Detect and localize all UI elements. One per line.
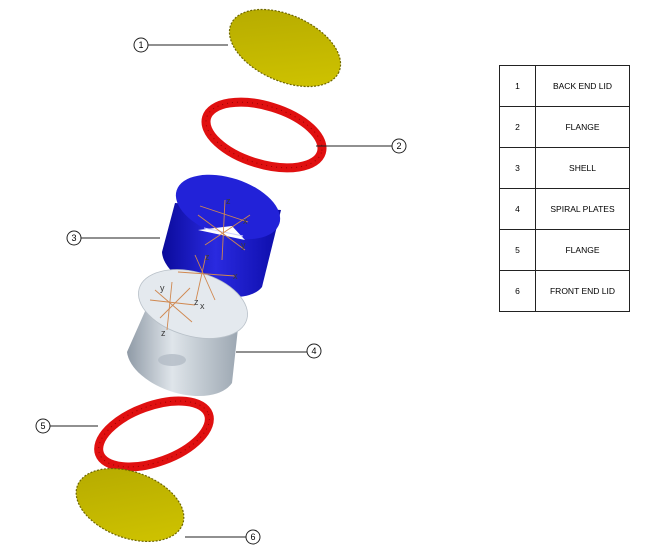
callout-number: 3	[71, 233, 76, 243]
callout-5: 5	[35, 418, 51, 434]
part-name-cell: FRONT END LID	[535, 270, 630, 312]
part-number-cell: 4	[499, 188, 536, 230]
part-name-cell: BACK END LID	[535, 65, 630, 107]
axis-label-z: z	[194, 297, 199, 307]
axis-label-z: z	[205, 252, 210, 262]
callout-number: 6	[250, 532, 255, 542]
spiral-plates	[127, 269, 248, 397]
back-end-lid	[228, 8, 342, 88]
coordinate-axes	[149, 199, 251, 331]
part-name-cell: SHELL	[535, 147, 630, 189]
table-row: 2 FLANGE	[499, 106, 630, 148]
part-number-cell: 3	[499, 147, 536, 189]
callout-2: 2	[391, 138, 407, 154]
callout-4: 4	[306, 343, 322, 359]
part-name-cell: SPIRAL PLATES	[535, 188, 630, 230]
leader-lines	[50, 44, 392, 538]
callout-number: 4	[311, 346, 316, 356]
table-row: 1 BACK END LID	[499, 65, 630, 107]
table-row: 4 SPIRAL PLATES	[499, 188, 630, 230]
front-flange	[94, 396, 214, 472]
back-flange	[201, 97, 327, 173]
axis-label-z: z	[161, 328, 166, 338]
part-name-cell: FLANGE	[535, 229, 630, 271]
callout-6: 6	[245, 529, 261, 545]
axis-label-x: x	[233, 271, 238, 281]
table-row: 5 FLANGE	[499, 229, 630, 271]
part-number-cell: 2	[499, 106, 536, 148]
part-number-cell: 5	[499, 229, 536, 271]
callout-3: 3	[66, 230, 82, 246]
callout-number: 5	[40, 421, 45, 431]
callout-number: 2	[396, 141, 401, 151]
callout-1: 1	[133, 37, 149, 53]
axis-label-y: y	[160, 283, 165, 293]
table-row: 3 SHELL	[499, 147, 630, 189]
axis-label-x: x	[243, 216, 248, 226]
axis-label-y: y	[241, 240, 246, 250]
table-row: 6 FRONT END LID	[499, 270, 630, 312]
front-end-lid	[75, 467, 185, 543]
callout-number: 1	[138, 40, 143, 50]
parts-list-table: 1 BACK END LID 2 FLANGE 3 SHELL 4 SPIRAL…	[499, 65, 630, 312]
part-name-cell: FLANGE	[535, 106, 630, 148]
part-number-cell: 6	[499, 270, 536, 312]
axis-label-x: x	[200, 301, 205, 311]
part-number-cell: 1	[499, 65, 536, 107]
axis-label-z: z	[226, 196, 231, 206]
axis-labels: z x y z x y z x z	[160, 196, 248, 338]
